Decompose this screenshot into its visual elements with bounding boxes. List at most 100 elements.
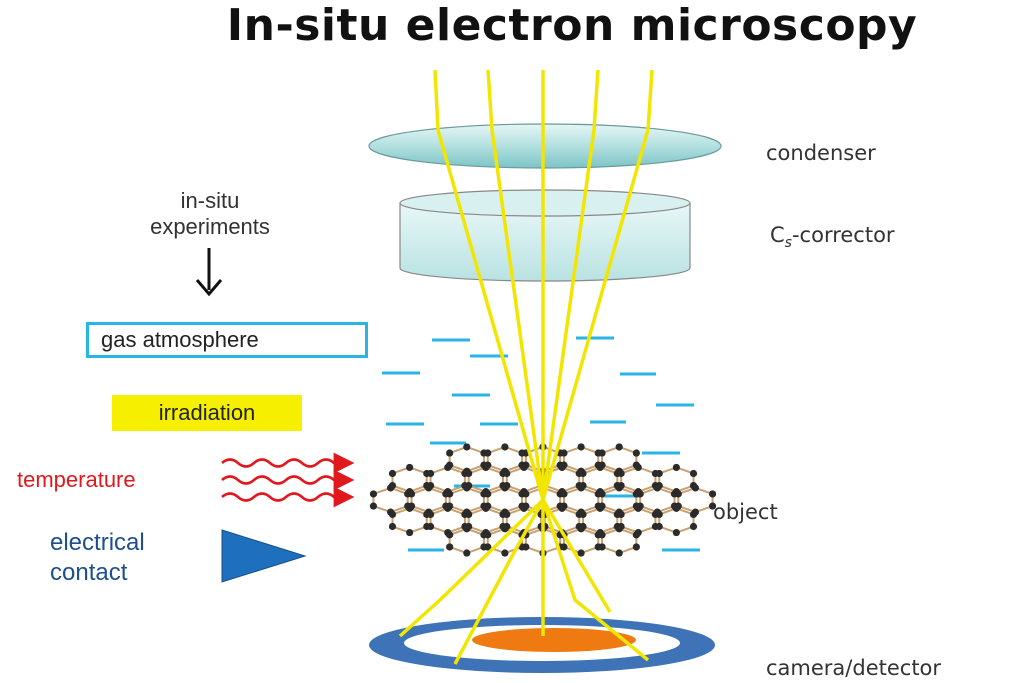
graphene-object bbox=[369, 443, 717, 557]
carbon-atom bbox=[482, 504, 490, 512]
carbon-atom bbox=[655, 522, 663, 531]
carbon-atom bbox=[425, 484, 433, 492]
beam-ray bbox=[433, 69, 612, 613]
carbon-atom bbox=[674, 490, 682, 498]
carbon-atom bbox=[577, 484, 585, 492]
cs-corrector bbox=[399, 189, 691, 282]
carbon-atom bbox=[501, 525, 509, 533]
carbon-atom bbox=[632, 531, 640, 539]
carbon-atom bbox=[596, 463, 604, 472]
gas-atmosphere-box: gas atmosphere bbox=[86, 322, 368, 358]
carbon-atom bbox=[386, 484, 395, 492]
carbon-atom bbox=[558, 463, 566, 472]
carbon-atom bbox=[689, 522, 698, 531]
carbon-atom bbox=[520, 504, 528, 512]
carbon-atom bbox=[446, 449, 454, 457]
carbon-atom bbox=[708, 490, 717, 498]
carbon-atom bbox=[522, 543, 530, 551]
carbon-atom bbox=[484, 531, 492, 539]
carbon-atom bbox=[503, 469, 511, 478]
carbon-atom bbox=[691, 484, 700, 492]
down-arrow-icon bbox=[195, 248, 223, 297]
temperature-label: temperature bbox=[17, 467, 136, 492]
carbon-atom bbox=[503, 510, 511, 519]
carbon-atom bbox=[579, 469, 587, 478]
object-label: object bbox=[713, 500, 778, 524]
carbon-atom bbox=[598, 531, 606, 539]
carbon-atom bbox=[617, 510, 625, 519]
carbon-atom bbox=[501, 443, 509, 451]
condenser-label: condenser bbox=[766, 141, 876, 165]
carbon-atom bbox=[520, 463, 528, 472]
carbon-atom bbox=[655, 510, 663, 519]
carbon-atom bbox=[388, 469, 397, 478]
carbon-atom bbox=[444, 504, 452, 512]
carbon-atom bbox=[596, 504, 604, 512]
carbon-atom bbox=[463, 549, 471, 557]
carbon-atom bbox=[598, 543, 606, 551]
camera-detector bbox=[369, 617, 715, 673]
carbon-atom bbox=[655, 469, 663, 478]
carbon-atom bbox=[369, 490, 378, 498]
carbon-atom bbox=[407, 490, 416, 498]
carbon-atom bbox=[446, 490, 454, 498]
carbon-atom bbox=[522, 490, 530, 498]
carbon-atom bbox=[369, 502, 378, 510]
heat-waves-icon bbox=[221, 452, 355, 508]
carbon-atom bbox=[501, 549, 509, 557]
carbon-atom bbox=[463, 443, 471, 451]
carbon-atom bbox=[598, 449, 606, 457]
carbon-atom bbox=[463, 484, 471, 492]
carbon-atom bbox=[426, 522, 435, 531]
carbon-atom bbox=[426, 510, 435, 519]
carbon-atom bbox=[501, 484, 509, 492]
carbon-atom bbox=[426, 469, 435, 478]
carbon-atom bbox=[632, 449, 640, 457]
carbon-atom bbox=[689, 510, 698, 519]
carbon-atom bbox=[406, 528, 414, 537]
carbon-atom bbox=[615, 484, 623, 492]
carbon-atom bbox=[577, 443, 585, 451]
carbon-atom bbox=[598, 490, 606, 498]
carbon-atom bbox=[444, 463, 452, 472]
camera-detector-label: camera/detector bbox=[766, 656, 942, 680]
electrical-contact-label: electrical contact bbox=[50, 529, 145, 586]
carbon-atom bbox=[560, 449, 568, 457]
carbon-atom bbox=[463, 525, 471, 533]
carbon-atom bbox=[484, 490, 492, 498]
carbon-atom bbox=[484, 543, 492, 551]
electron-beam bbox=[398, 69, 654, 665]
beam-ray bbox=[453, 69, 654, 665]
carbon-atom bbox=[406, 504, 414, 512]
carbon-atom bbox=[653, 484, 661, 492]
carbon-atom bbox=[484, 449, 492, 457]
carbon-atom bbox=[465, 469, 473, 478]
carbon-atom bbox=[615, 443, 623, 451]
carbon-atom bbox=[617, 469, 625, 478]
carbon-atom bbox=[615, 549, 623, 557]
carbon-atom bbox=[388, 510, 397, 519]
in-situ-label: in-situ experiments bbox=[150, 188, 270, 239]
carbon-atom bbox=[560, 490, 568, 498]
carbon-atom bbox=[558, 504, 566, 512]
irradiation-box: irradiation bbox=[112, 395, 302, 431]
carbon-atom bbox=[689, 469, 698, 478]
carbon-atom bbox=[446, 531, 454, 539]
carbon-atom bbox=[446, 543, 454, 551]
carbon-atom bbox=[560, 543, 568, 551]
carbon-atom bbox=[632, 543, 640, 551]
carbon-atom bbox=[388, 522, 397, 531]
carbon-atom bbox=[636, 490, 644, 498]
carbon-atom bbox=[579, 510, 587, 519]
condenser-lens bbox=[368, 123, 722, 169]
page-title: In-situ electron microscopy bbox=[226, 0, 918, 51]
carbon-atom bbox=[672, 528, 680, 537]
cs-corrector-label: Cs-corrector bbox=[770, 223, 895, 252]
carbon-atom bbox=[672, 463, 680, 472]
carbon-atom bbox=[634, 504, 642, 512]
carbon-atom bbox=[577, 525, 585, 533]
carbon-atom bbox=[577, 549, 585, 557]
carbon-atom bbox=[615, 525, 623, 533]
carbon-atom bbox=[634, 463, 642, 472]
